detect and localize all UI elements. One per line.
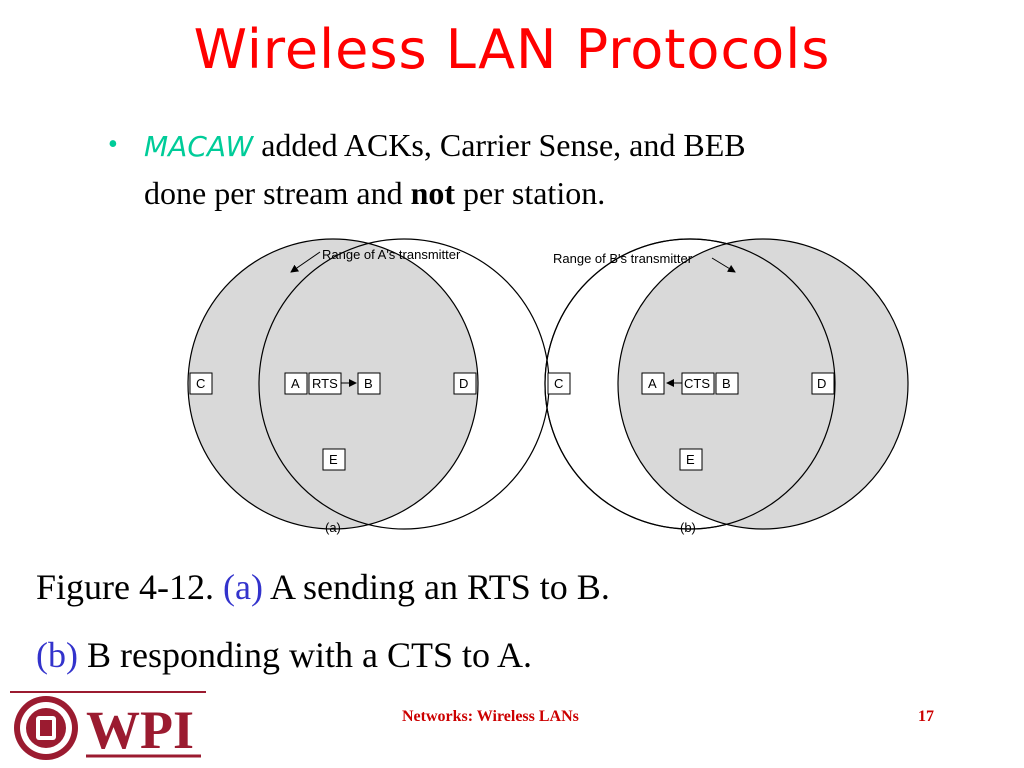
node-c-a	[189, 372, 213, 395]
range-circle-a-overlay-b	[544, 238, 836, 530]
node-c-b	[547, 372, 571, 395]
node-e-b-label: E	[686, 452, 695, 467]
sublabel-a: (a)	[325, 520, 341, 535]
node-d-b	[811, 372, 835, 395]
caption-line-1: Figure 4-12. (a) A sending an RTS to B.	[36, 566, 996, 608]
footer-title: Networks: Wireless LANs	[402, 708, 579, 725]
node-a-b-label: A	[648, 376, 657, 391]
node-e-b	[679, 448, 703, 471]
sublabel-b: (b)	[680, 520, 696, 535]
bullet-text-part-a: added ACKs, Carrier Sense, and BEB	[253, 127, 746, 163]
caption-text-b: B responding with a CTS to A.	[77, 635, 532, 675]
node-b-a-label: B	[364, 376, 373, 391]
bullet-text-part-c: per station.	[455, 175, 606, 211]
page-number: 17	[918, 708, 934, 725]
wpi-wordmark: WPI	[86, 700, 194, 760]
node-e-a	[322, 448, 346, 471]
bullet-dot-icon: •	[108, 129, 118, 160]
range-label-a: Range of A's transmitter	[322, 247, 461, 262]
node-d-a	[453, 372, 477, 395]
range-pointer-b	[711, 257, 736, 273]
node-c-b-label: C	[554, 376, 563, 391]
node-a-b	[641, 372, 665, 395]
node-a-a	[284, 372, 308, 395]
range-label-b: Range of B's transmitter	[553, 251, 693, 266]
node-e-a-label: E	[329, 452, 338, 467]
node-a-a-label: A	[291, 376, 300, 391]
bullet-bold-not: not	[410, 175, 456, 211]
panel-b: Range of B's transmitter C A CTS B D E (…	[544, 238, 909, 535]
caption-prefix: Figure 4-12.	[36, 567, 223, 607]
caption-tag-b: (b)	[36, 635, 78, 675]
bullet-text: MACAW added ACKs, Carrier Sense, and BEB…	[144, 122, 958, 216]
bullet-item: • MACAW added ACKs, Carrier Sense, and B…	[108, 122, 958, 216]
caption-text-a: A sending an RTS to B.	[262, 567, 610, 607]
bullet-text-part-b: done per stream and	[144, 175, 411, 211]
node-b-b	[715, 372, 739, 395]
caption-line-2: (b) B responding with a CTS to A.	[36, 634, 996, 676]
msg-cts	[681, 372, 715, 395]
panel-a: Range of A's transmitter C A RTS B D E (…	[187, 238, 550, 535]
node-d-b-label: D	[817, 376, 826, 391]
node-d-a-label: D	[459, 376, 468, 391]
msg-rts-label: RTS	[312, 376, 338, 391]
node-c-a-label: C	[196, 376, 205, 391]
msg-cts-label: CTS	[684, 376, 710, 391]
node-b-a	[357, 372, 381, 395]
wpi-logo: WPI	[6, 690, 206, 766]
node-b-b-label: B	[722, 376, 731, 391]
macaw-term: MACAW	[144, 130, 254, 163]
slide-title: Wireless LAN Protocols	[193, 18, 831, 81]
range-pointer-a	[290, 251, 321, 273]
caption-tag-a: (a)	[222, 567, 263, 607]
